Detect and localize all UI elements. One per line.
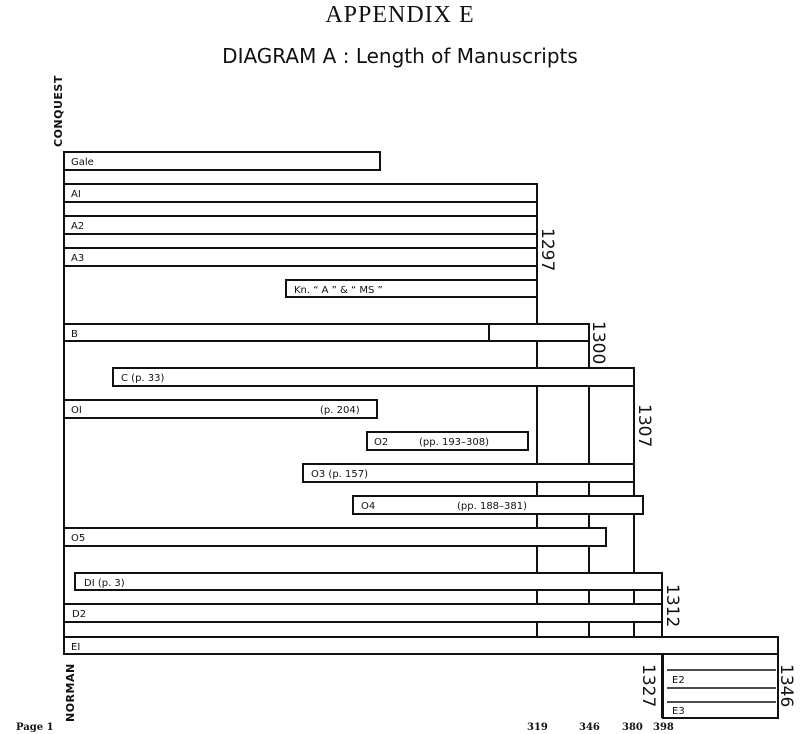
tick-346: 346 xyxy=(579,722,600,733)
bar-label: A3 xyxy=(71,253,84,264)
bar-o5: O5 xyxy=(63,527,607,547)
bar-note: (p. 204) xyxy=(320,405,360,416)
bar-label: Kn. “ A ” & “ MS ” xyxy=(294,285,383,296)
tick-398: 398 xyxy=(653,722,674,733)
diagram-title: DIAGRAM A : Length of Manuscripts xyxy=(222,44,578,68)
bar-o1: OI (p. 204) xyxy=(63,399,378,419)
bar-note: (pp. 193–308) xyxy=(419,437,489,448)
bar-o4: O4 (pp. 188–381) xyxy=(352,495,644,515)
bar-e2-e3-group: E2 E3 xyxy=(662,653,779,719)
bar-label: D2 xyxy=(72,609,86,620)
year-1307: 1307 xyxy=(634,404,654,447)
bar-label-e2: E2 xyxy=(672,675,685,686)
bar-label: Gale xyxy=(71,157,94,168)
page-label: Page 1 xyxy=(16,722,54,733)
bar-o2: O2 (pp. 193–308) xyxy=(366,431,529,451)
bar-d2: D2 xyxy=(63,603,663,623)
bar-label: OI xyxy=(71,405,82,416)
bar-label: C (p. 33) xyxy=(121,373,164,384)
year-1300: 1300 xyxy=(588,321,608,364)
bar-kn: Kn. “ A ” & “ MS ” xyxy=(285,279,538,298)
conquest-label: CONQUEST xyxy=(52,75,65,147)
bar-a2: A2 xyxy=(63,215,538,235)
tick-319: 319 xyxy=(527,722,548,733)
bar-o3: O3 (p. 157) xyxy=(302,463,635,483)
year-1312: 1312 xyxy=(662,584,682,627)
bar-d1: DI (p. 3) xyxy=(74,572,663,591)
bar-a3: A3 xyxy=(63,247,538,267)
bar-e1: EI xyxy=(63,636,779,655)
bar-note: (pp. 188–381) xyxy=(457,501,527,512)
bar-label: EI xyxy=(71,642,80,653)
year-1327: 1327 xyxy=(638,664,658,707)
bar-gale: Gale xyxy=(63,151,381,171)
bar-label: B xyxy=(71,329,78,340)
bar-a1: AI xyxy=(63,183,538,203)
bar-label: A2 xyxy=(71,221,84,232)
bar-label: O4 xyxy=(361,501,375,512)
norman-label: NORMAN xyxy=(64,663,77,722)
bar-b: B xyxy=(63,323,590,342)
bar-label: AI xyxy=(71,189,81,200)
bar-label: DI (p. 3) xyxy=(84,578,125,589)
bar-label: O2 xyxy=(374,437,388,448)
bar-label-e3: E3 xyxy=(672,706,685,717)
bar-label: O5 xyxy=(71,533,85,544)
bar-c: C (p. 33) xyxy=(112,367,635,387)
year-1297: 1297 xyxy=(537,228,557,271)
bar-label: O3 (p. 157) xyxy=(311,469,368,480)
year-1346: 1346 xyxy=(776,664,796,707)
appendix-heading: APPENDIX E xyxy=(325,2,475,28)
tick-380: 380 xyxy=(622,722,643,733)
